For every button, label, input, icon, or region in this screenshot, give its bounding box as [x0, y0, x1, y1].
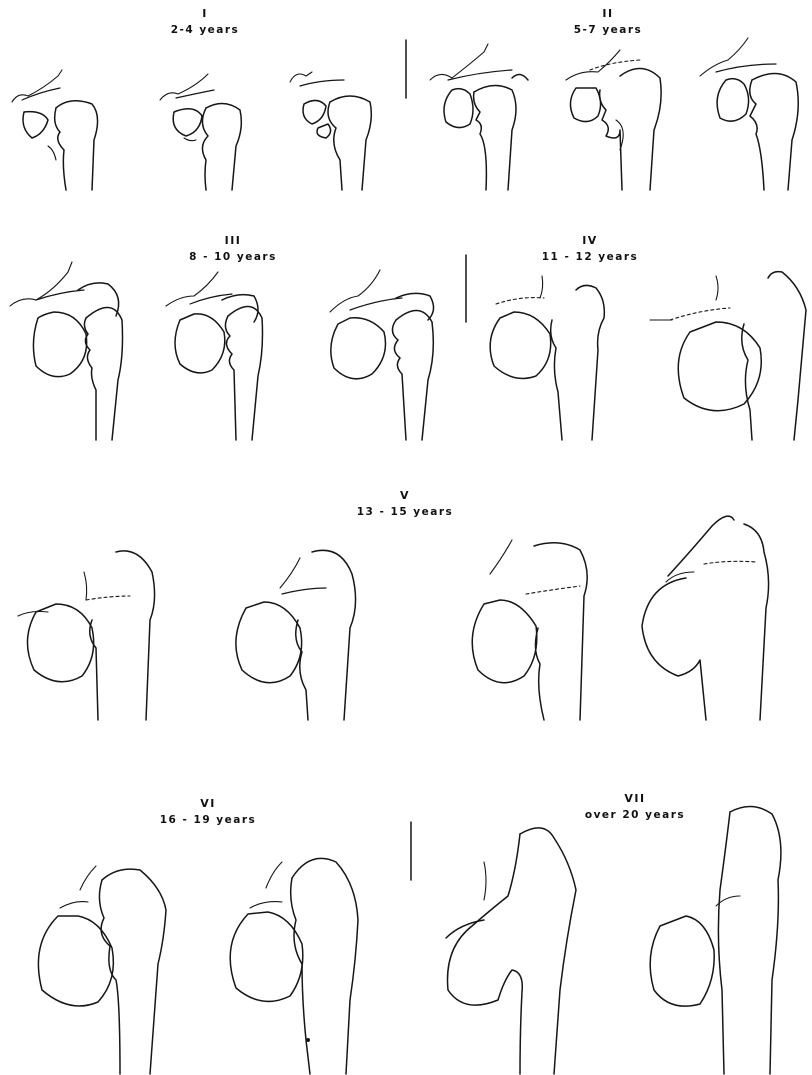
femur-drawing-I-1 [12, 70, 98, 190]
femur-drawing-II-1 [430, 44, 528, 190]
femur-drawing-I-3 [290, 72, 371, 190]
femur-drawing-VII-1 [446, 828, 576, 1074]
femur-drawing-III-1 [10, 262, 123, 440]
femur-drawing-VI-1 [38, 866, 166, 1074]
femur-drawing-VII-2 [650, 806, 781, 1074]
femur-drawing-VI-2 [230, 858, 358, 1074]
femur-drawing-V-4 [642, 516, 769, 720]
femur-drawing-V-1 [18, 551, 155, 720]
femur-drawing-II-3 [700, 38, 798, 190]
femur-drawing-V-3 [472, 540, 587, 720]
femur-drawing-IV-1 [490, 276, 604, 440]
femur-drawing-IV-2 [650, 272, 806, 440]
femur-drawing-III-3 [330, 270, 434, 440]
femur-drawing-III-2 [166, 272, 263, 440]
femur-drawing-V-2 [236, 550, 356, 720]
femur-drawing-II-2 [566, 50, 661, 190]
femur-drawing-I-2 [160, 74, 241, 190]
